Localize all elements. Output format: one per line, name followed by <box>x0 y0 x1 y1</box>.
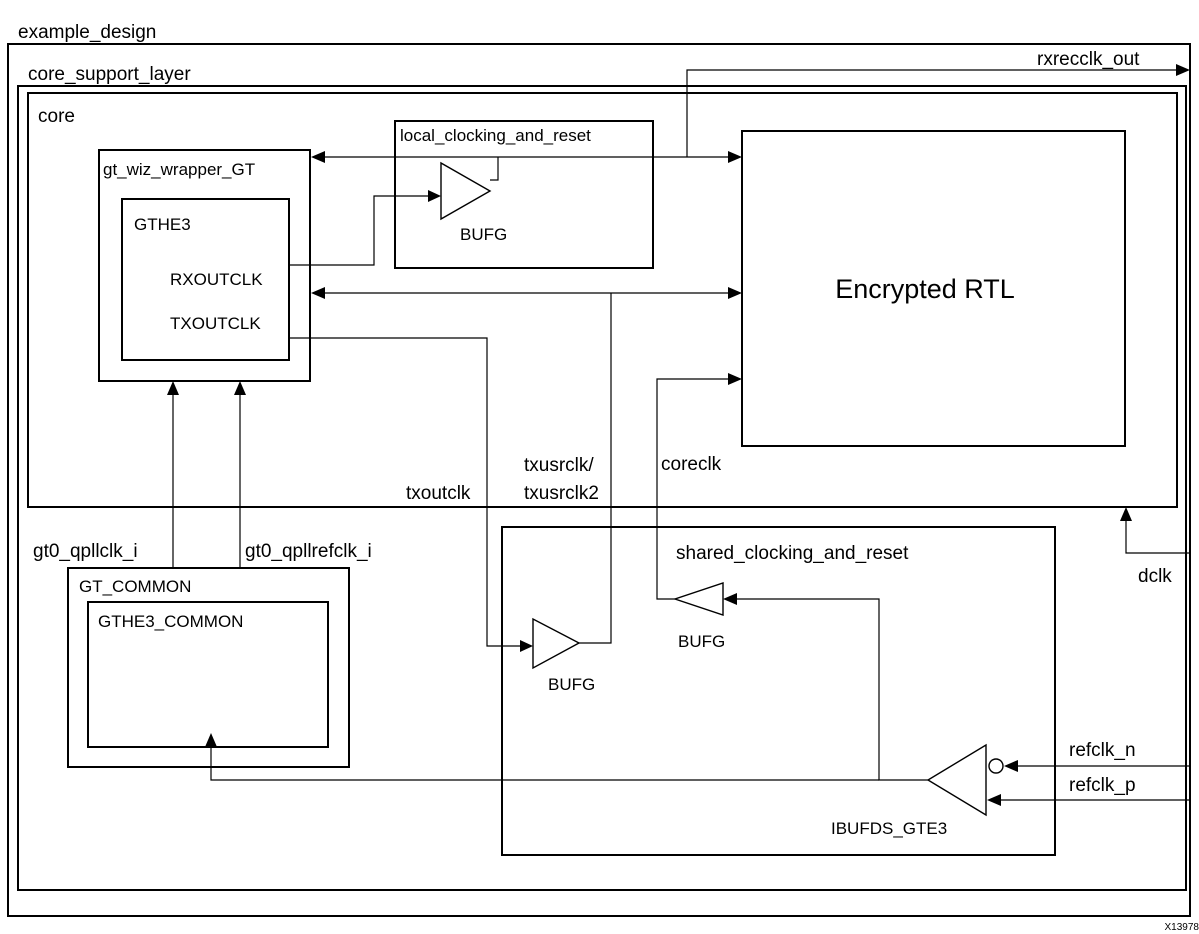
txusrclk-label-line2: txusrclk2 <box>524 483 599 504</box>
gt-common-label: GT_COMMON <box>79 577 191 596</box>
ibufds-symbol <box>926 743 987 817</box>
encrypted-rtl-box <box>741 130 1126 447</box>
refclk-p-label: refclk_p <box>1069 775 1136 796</box>
ibufds-to-bufg-wire <box>733 598 928 781</box>
gthe3-box <box>121 198 290 361</box>
refclk-to-gt-common-wire <box>210 742 879 781</box>
bufg-local-symbol <box>440 161 492 221</box>
bufg-tx-label: BUFG <box>548 675 595 694</box>
gt0-qpllrefclk-label: gt0_qpllrefclk_i <box>245 541 372 562</box>
arrow-dclk <box>1120 507 1132 521</box>
rxrecclk-out-wire <box>686 69 1180 157</box>
example-design-label: example_design <box>18 22 156 43</box>
txusrclk-label-line1: txusrclk/ <box>524 455 594 476</box>
coreclk-label: coreclk <box>661 454 722 475</box>
arrow-refclk-n <box>1004 760 1018 772</box>
core-label: core <box>38 106 75 127</box>
ibufds-label: IBUFDS_GTE3 <box>831 819 947 838</box>
arrow-qpllrefclk <box>234 381 246 395</box>
core-support-layer-label: core_support_layer <box>28 64 191 85</box>
arrow-gt-top-left <box>311 151 325 163</box>
local-clocking-label: local_clocking_and_reset <box>400 126 591 145</box>
arrow-refclk-p <box>987 794 1001 806</box>
rxrecclk-out-label: rxrecclk_out <box>1037 49 1140 70</box>
arrow-bufg-local-in <box>428 190 441 202</box>
txoutclk-wire <box>289 337 527 647</box>
rxoutclk-wire <box>289 195 432 266</box>
txusrclk-wire <box>577 293 612 644</box>
txoutclk-port-label: TXOUTCLK <box>170 314 261 333</box>
gt-wiz-wrapper-label: gt_wiz_wrapper_GT <box>103 160 255 179</box>
arrow-rxrecclk-out <box>1176 64 1190 76</box>
bufg-core-label: BUFG <box>678 632 725 651</box>
ibufds-inversion-bubble <box>988 758 1004 774</box>
encrypted-rtl-label: Encrypted RTL <box>835 274 1015 304</box>
dclk-label: dclk <box>1138 566 1172 587</box>
arrow-rtl-top <box>728 151 742 163</box>
gt0-qpllclk-label: gt0_qpllclk_i <box>33 541 138 562</box>
gthe3-label: GTHE3 <box>134 215 191 234</box>
figure-id-label: X13978 <box>1165 922 1199 933</box>
bufg-tx-symbol <box>532 617 581 670</box>
arrow-bufg-core-in <box>723 593 737 605</box>
example-design-box <box>7 43 1191 917</box>
shared-clocking-label: shared_clocking_and_reset <box>676 543 909 564</box>
gt-wiz-wrapper-box <box>98 149 311 382</box>
bufg-core-symbol <box>672 582 724 616</box>
arrow-gt-mid-left <box>311 287 325 299</box>
core-box <box>27 92 1178 508</box>
arrow-rtl-mid <box>728 287 742 299</box>
bufg-local-label: BUFG <box>460 225 507 244</box>
core-support-layer-box <box>17 85 1187 891</box>
local-clocking-box <box>394 120 654 269</box>
txoutclk-label: txoutclk <box>406 483 471 504</box>
arrow-gt-common-in <box>205 733 217 747</box>
arrow-rtl-coreclk <box>728 373 742 385</box>
rxoutclk-port-label: RXOUTCLK <box>170 270 263 289</box>
arrow-bufg-tx-in <box>520 640 533 652</box>
bufg-local-output-wire <box>490 157 499 181</box>
coreclk-wire <box>656 378 733 600</box>
arrow-qpllclk <box>167 381 179 395</box>
refclk-n-label: refclk_n <box>1069 740 1136 761</box>
dclk-wire <box>1125 514 1190 554</box>
shared-clocking-box <box>501 526 1056 856</box>
gt-common-box <box>67 567 350 768</box>
gthe3-common-label: GTHE3_COMMON <box>98 612 243 631</box>
